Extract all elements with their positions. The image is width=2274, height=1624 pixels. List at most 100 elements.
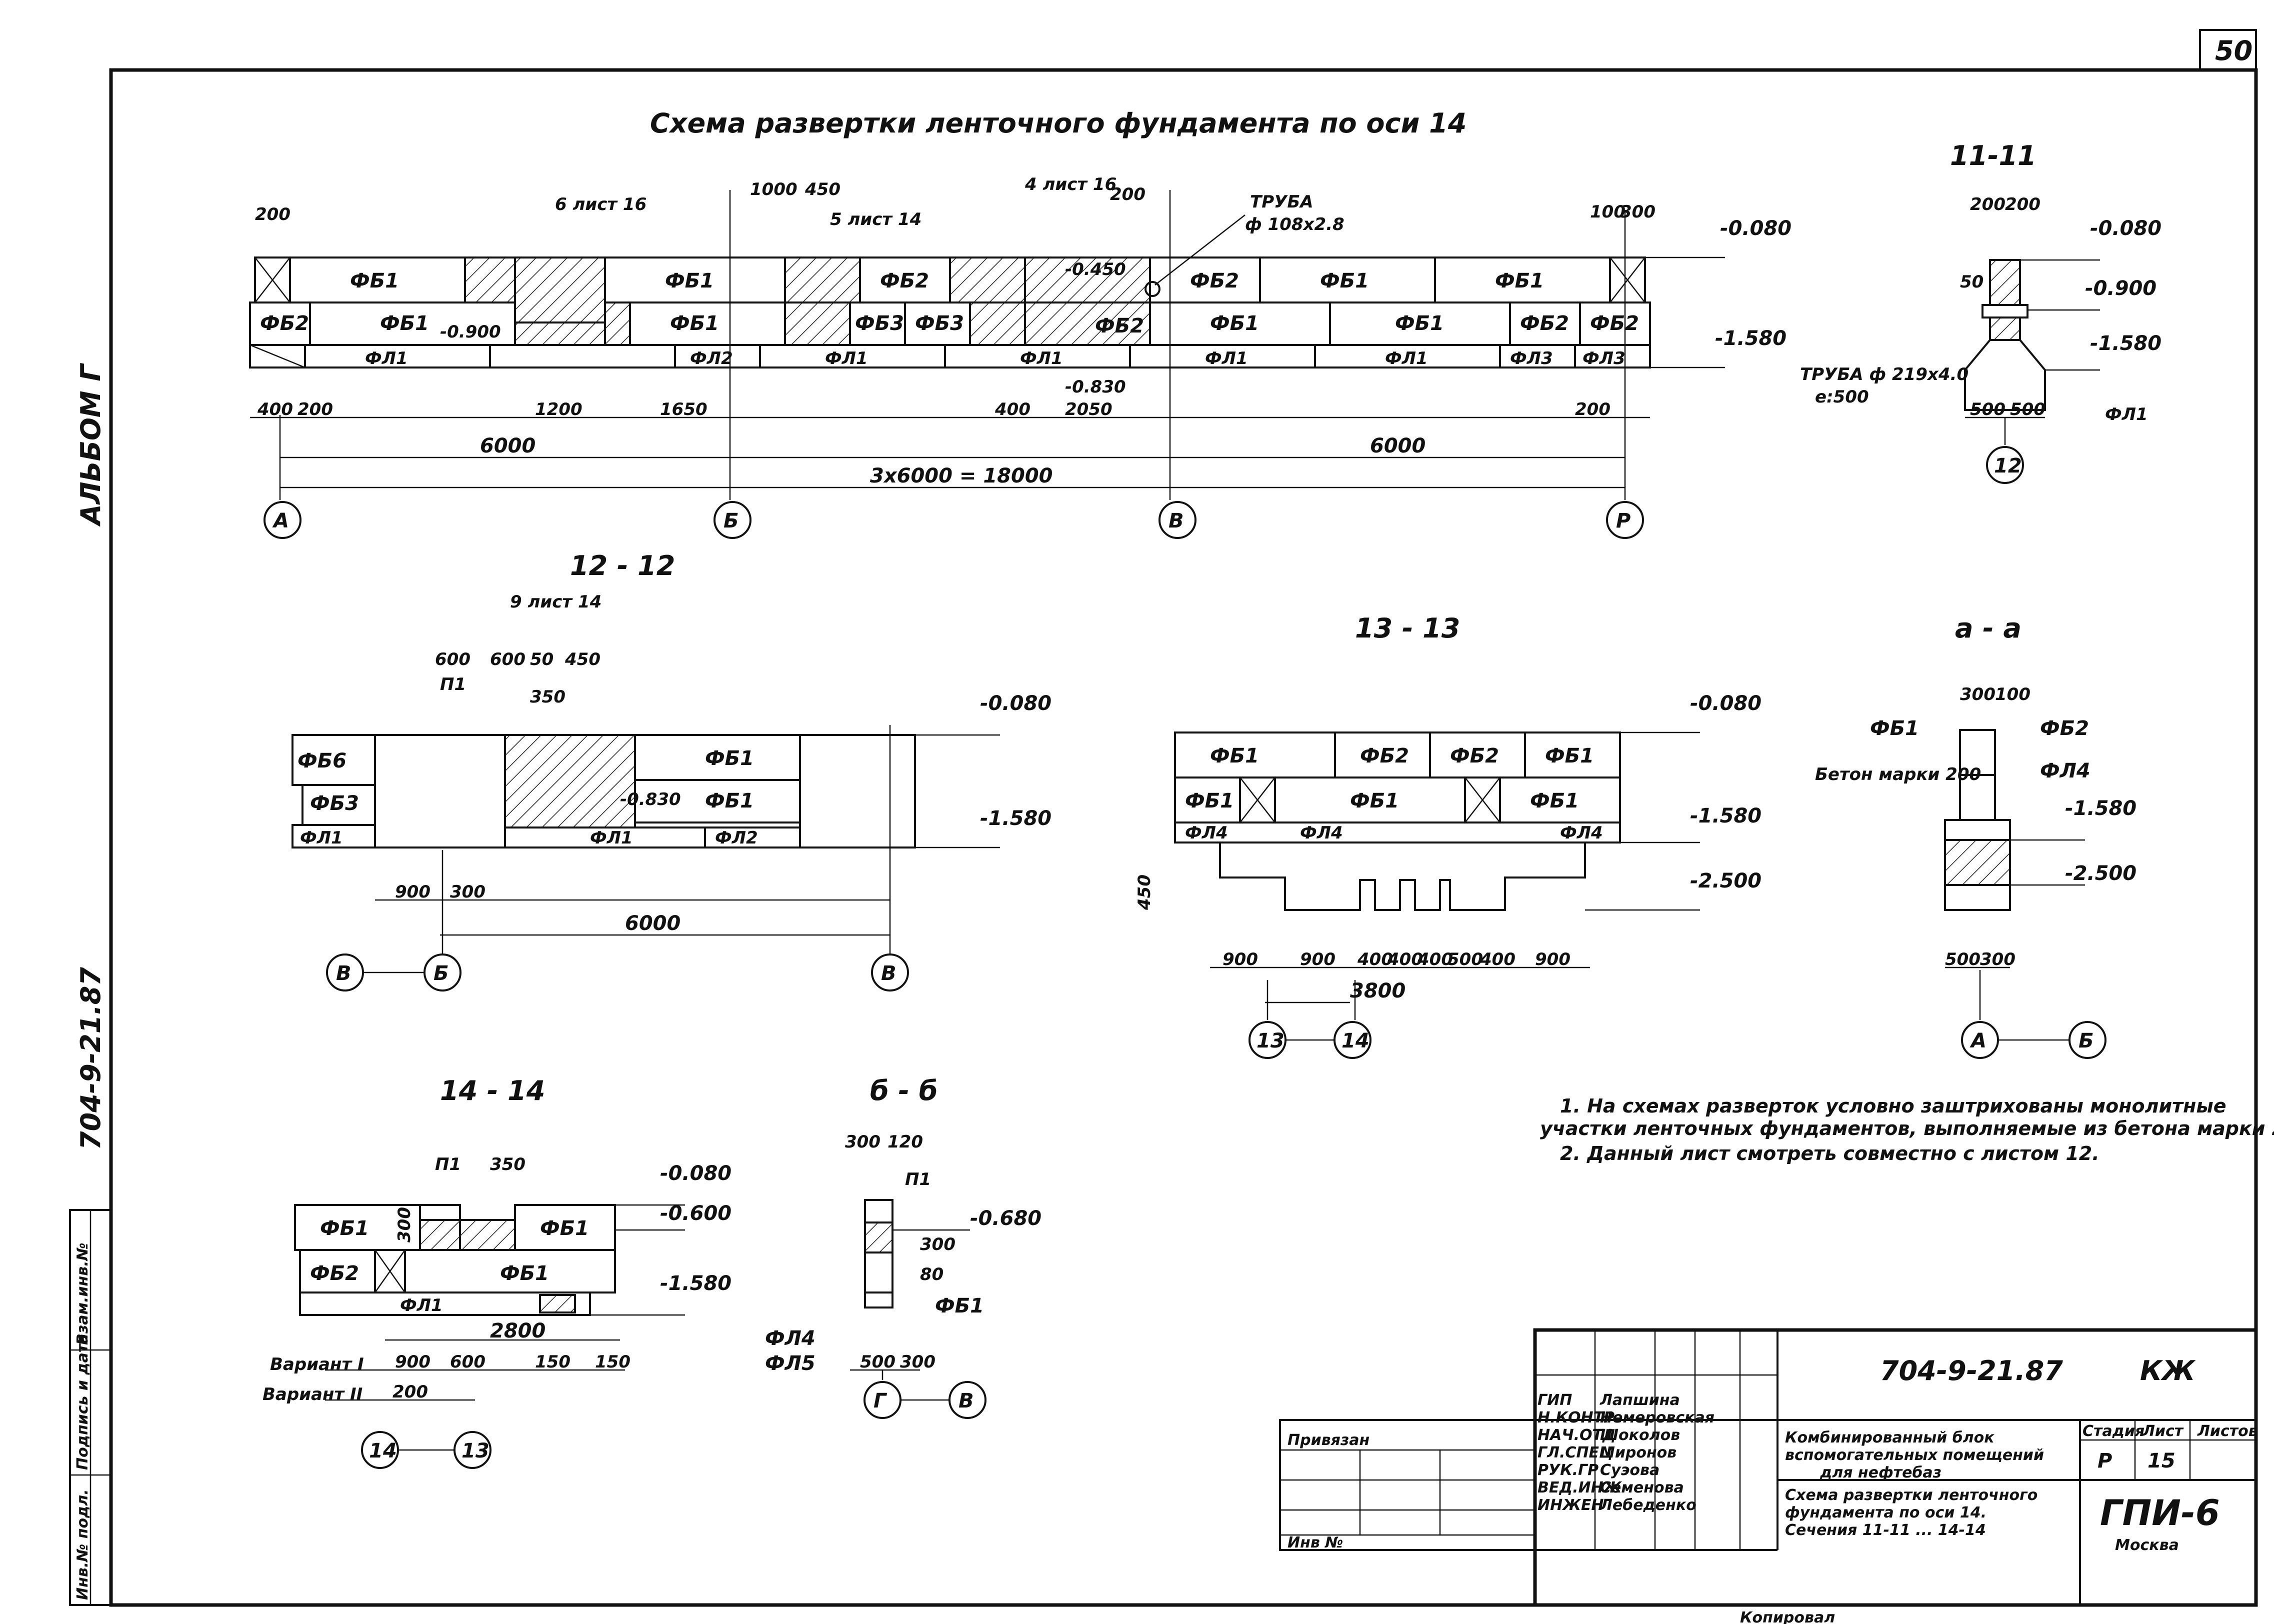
- svg-text:-0.900: -0.900: [440, 322, 501, 342]
- svg-text:100: 100: [1995, 684, 2030, 704]
- svg-text:Инв №: Инв №: [1288, 1534, 1343, 1552]
- svg-text:2050: 2050: [1065, 400, 1112, 420]
- svg-text:ФЛ4: ФЛ4: [765, 1327, 816, 1350]
- svg-text:ФЛ1: ФЛ1: [365, 348, 408, 368]
- svg-text:ФЛ4: ФЛ4: [1300, 823, 1343, 843]
- svg-text:Миронов: Миронов: [1600, 1444, 1676, 1462]
- svg-text:Листов: Листов: [2197, 1422, 2258, 1440]
- svg-text:-0.080: -0.080: [660, 1162, 732, 1185]
- svg-text:12: 12: [1994, 454, 2022, 478]
- svg-text:200: 200: [1110, 184, 1146, 204]
- svg-text:4 лист 16: 4 лист 16: [1024, 174, 1116, 194]
- svg-text:ФБ1: ФБ1: [665, 270, 714, 292]
- svg-text:ф 108х2.8: ф 108х2.8: [1245, 214, 1344, 234]
- svg-text:1650: 1650: [660, 400, 708, 420]
- svg-text:2. Данный лист смотреть совмес: 2. Данный лист смотреть совместно с лист…: [1560, 1142, 2100, 1164]
- svg-text:вспомогательных помещений: вспомогательных помещений: [1785, 1446, 2044, 1464]
- svg-text:участки ленточных фундаментов,: участки ленточных фундаментов, выполняем…: [1540, 1118, 2274, 1140]
- svg-text:600: 600: [435, 650, 470, 670]
- svg-text:ФЛ3: ФЛ3: [1582, 348, 1626, 368]
- svg-text:500: 500: [2010, 400, 2046, 420]
- svg-text:Вариант II: Вариант II: [262, 1384, 362, 1404]
- svg-text:50: 50: [530, 650, 554, 670]
- svg-text:14 - 14: 14 - 14: [440, 1075, 545, 1106]
- svg-text:Б: Б: [434, 962, 449, 985]
- svg-text:Р: Р: [2098, 1450, 2112, 1472]
- svg-text:-1.580: -1.580: [2090, 332, 2162, 355]
- svg-text:13 - 13: 13 - 13: [1355, 612, 1460, 644]
- svg-text:П1: П1: [435, 1154, 461, 1174]
- svg-text:ФБ1: ФБ1: [1495, 270, 1544, 292]
- svg-text:-0.080: -0.080: [1720, 217, 1792, 240]
- svg-text:ФБ1: ФБ1: [1210, 744, 1259, 768]
- svg-text:ФБ1: ФБ1: [350, 270, 399, 292]
- svg-text:200: 200: [2005, 194, 2040, 214]
- svg-text:ФБ2: ФБ2: [1520, 312, 1569, 335]
- svg-text:В: В: [336, 962, 352, 985]
- svg-text:-0.080: -0.080: [980, 692, 1052, 715]
- svg-text:ФЛ1: ФЛ1: [1385, 348, 1428, 368]
- main-elevation: ФБ1 ФБ1 ФБ2 ФБ2 ФБ1 ФБ1 ФБ2 ФБ1 ФБ1 ФБ3 …: [249, 174, 1792, 539]
- svg-text:Лист: Лист: [2142, 1422, 2184, 1440]
- svg-text:-2.500: -2.500: [2065, 862, 2136, 885]
- svg-text:14: 14: [1342, 1030, 1370, 1052]
- svg-text:Копировал: Копировал: [1740, 1609, 1835, 1624]
- svg-text:900: 900: [1535, 950, 1570, 970]
- svg-text:300: 300: [1960, 684, 1996, 704]
- section-14-14: 14 - 14 ФБ1 ФБ1 ФБ2 ФБ1 ФЛ1 П1 350 300 -…: [262, 1075, 732, 1469]
- svg-text:200: 200: [1970, 194, 2006, 214]
- svg-text:-0.830: -0.830: [1065, 377, 1126, 397]
- margin-replace: Взам.инв.№: [74, 1242, 92, 1345]
- svg-text:ФБ1: ФБ1: [380, 312, 429, 335]
- svg-text:В: В: [881, 962, 896, 985]
- svg-text:-0.080: -0.080: [1690, 692, 1762, 715]
- svg-text:ФБ2: ФБ2: [260, 312, 309, 335]
- album-label: АЛЬБОМ Г: [75, 363, 106, 527]
- svg-text:ФБ3: ФБ3: [310, 792, 359, 815]
- sheet-number: 50: [2215, 35, 2252, 66]
- margin-inv: Инв.№ подл.: [74, 1489, 92, 1600]
- svg-text:450: 450: [1134, 874, 1154, 910]
- svg-text:П1: П1: [440, 674, 466, 694]
- svg-text:ФЛ1: ФЛ1: [300, 828, 343, 848]
- svg-text:3800: 3800: [1350, 980, 1406, 1002]
- svg-text:ФБ1: ФБ1: [1870, 717, 1919, 740]
- svg-text:ФБ2: ФБ2: [1095, 314, 1144, 338]
- svg-text:ФЛ1: ФЛ1: [1205, 348, 1248, 368]
- svg-text:1200: 1200: [535, 400, 582, 420]
- svg-text:РУК.ГР: РУК.ГР: [1538, 1462, 1598, 1479]
- svg-text:ФБ1: ФБ1: [500, 1262, 549, 1285]
- svg-text:300: 300: [1980, 950, 2016, 970]
- svg-text:-1.580: -1.580: [660, 1272, 732, 1295]
- svg-text:13: 13: [462, 1440, 490, 1462]
- svg-text:П1: П1: [905, 1170, 931, 1190]
- main-title: Схема развертки ленточного фундамента по…: [650, 108, 1466, 139]
- svg-text:2800: 2800: [490, 1320, 546, 1342]
- svg-text:ФБ1: ФБ1: [320, 1217, 369, 1240]
- svg-text:ФБ2: ФБ2: [2040, 717, 2089, 740]
- svg-text:ФБ1: ФБ1: [705, 790, 754, 812]
- svg-text:ФБ1: ФБ1: [1530, 790, 1579, 812]
- svg-text:5 лист 14: 5 лист 14: [830, 210, 922, 230]
- svg-text:ФЛ2: ФЛ2: [715, 828, 758, 848]
- svg-text:ФЛ1: ФЛ1: [590, 828, 633, 848]
- svg-text:КЖ: КЖ: [2140, 1355, 2196, 1386]
- svg-text:120: 120: [888, 1132, 923, 1152]
- notes: 1. На схемах разверток условно заштрихов…: [1540, 1095, 2274, 1164]
- svg-text:НАЧ.ОТД: НАЧ.ОТД: [1538, 1426, 1616, 1444]
- svg-text:Бетон марки 200: Бетон марки 200: [1815, 764, 1981, 784]
- svg-text:Суэова: Суэова: [1600, 1462, 1660, 1479]
- svg-text:900: 900: [1300, 950, 1336, 970]
- svg-text:ФБ2: ФБ2: [880, 270, 929, 292]
- svg-text:ФБ1: ФБ1: [1545, 744, 1594, 768]
- svg-text:е:500: е:500: [1815, 387, 1869, 407]
- svg-text:ФЛ1: ФЛ1: [2105, 404, 2148, 424]
- svg-text:ФБ1: ФБ1: [1350, 790, 1399, 812]
- svg-text:В: В: [1168, 510, 1184, 532]
- svg-text:ГИП: ГИП: [1538, 1392, 1572, 1409]
- svg-text:ФБ2: ФБ2: [310, 1262, 359, 1285]
- svg-text:50: 50: [1960, 272, 1984, 292]
- svg-text:ФБ2: ФБ2: [1450, 744, 1499, 768]
- svg-text:Сечения 11-11 ... 14-14: Сечения 11-11 ... 14-14: [1785, 1522, 1986, 1539]
